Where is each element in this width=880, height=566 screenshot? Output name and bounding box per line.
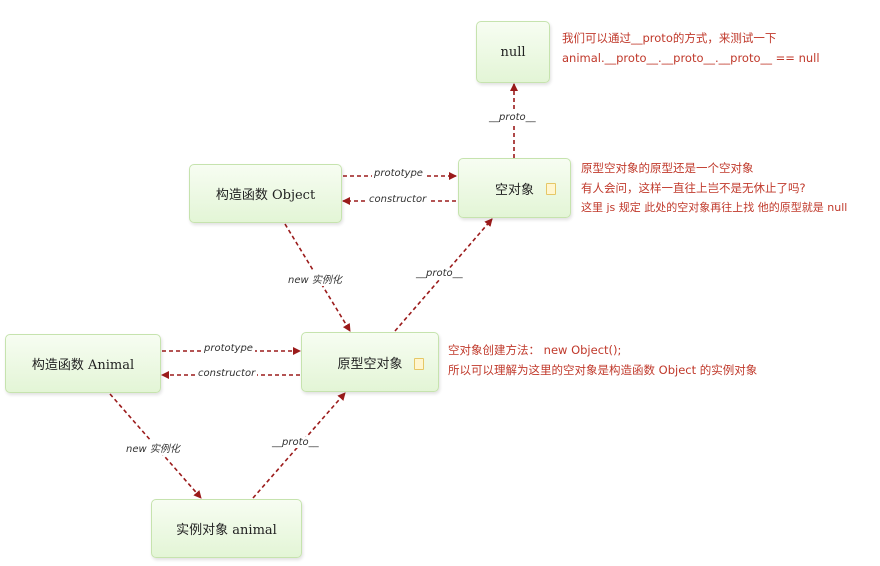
node-animal-constructor: 构造函数 Animal [5, 334, 161, 393]
node-instance-label: 实例对象 animal [176, 523, 277, 538]
annotation-line: 这里 js 规定 此处的空对象再往上找 他的原型就是 null [581, 201, 848, 214]
node-null-label: null [500, 44, 526, 60]
node-object-constructor-label: 构造函数 Object [215, 188, 316, 203]
node-instance: 实例对象 animal [151, 499, 302, 558]
node-empty-object-label: 空对象 [494, 182, 534, 198]
annotation-line: 所以可以理解为这里的空对象是构造函数 Object 的实例对象 [448, 363, 758, 377]
node-prototype-empty-object: 原型空对象 [301, 332, 439, 392]
edge-label-constructor-bottom: constructor [196, 368, 258, 379]
edge-label-prototype-bottom: prototype [202, 343, 255, 354]
document-icon [414, 358, 424, 370]
node-null: null [476, 21, 550, 83]
edge-label-proto-null: __proto__ [487, 112, 538, 123]
edge-label-constructor-top: constructor [367, 194, 429, 205]
annotation-line: 有人会问，这样一直往上岂不是无休止了吗? [581, 181, 806, 195]
annotation-line: 原型空对象的原型还是一个空对象 [581, 161, 754, 175]
edge-label-proto-mid: __proto__ [414, 268, 465, 279]
edge-proto-bottom [252, 392, 346, 499]
edge-label-prototype-top: prototype [372, 168, 425, 179]
annotation-line: 我们可以通过__proto的方式，来测试一下 [562, 31, 777, 45]
annotation-null-test: 我们可以通过__proto的方式，来测试一下 animal.__proto__.… [562, 28, 820, 68]
edge-label-new-bottom: new 实例化 [124, 440, 182, 455]
edge-label-new-top: new 实例化 [286, 271, 344, 286]
annotation-empty-object: 原型空对象的原型还是一个空对象 有人会问，这样一直往上岂不是无休止了吗? 这里 … [581, 158, 847, 218]
edge-label-proto-bottom: __proto__ [270, 437, 321, 448]
node-empty-object: 空对象 [458, 158, 571, 218]
document-icon [546, 183, 556, 195]
edge-proto-mid [394, 218, 493, 332]
node-object-constructor: 构造函数 Object [189, 164, 342, 223]
annotation-prototype-object: 空对象创建方法： new Object(); 所以可以理解为这里的空对象是构造函… [448, 340, 757, 380]
annotation-line: 空对象创建方法： new Object(); [448, 343, 622, 357]
edge-new-bottom [109, 393, 202, 499]
annotation-line: animal.__proto__.__proto__.__proto__ == … [562, 51, 820, 65]
node-prototype-empty-object-label: 原型空对象 [337, 356, 403, 372]
node-animal-constructor-label: 构造函数 Animal [31, 358, 135, 373]
